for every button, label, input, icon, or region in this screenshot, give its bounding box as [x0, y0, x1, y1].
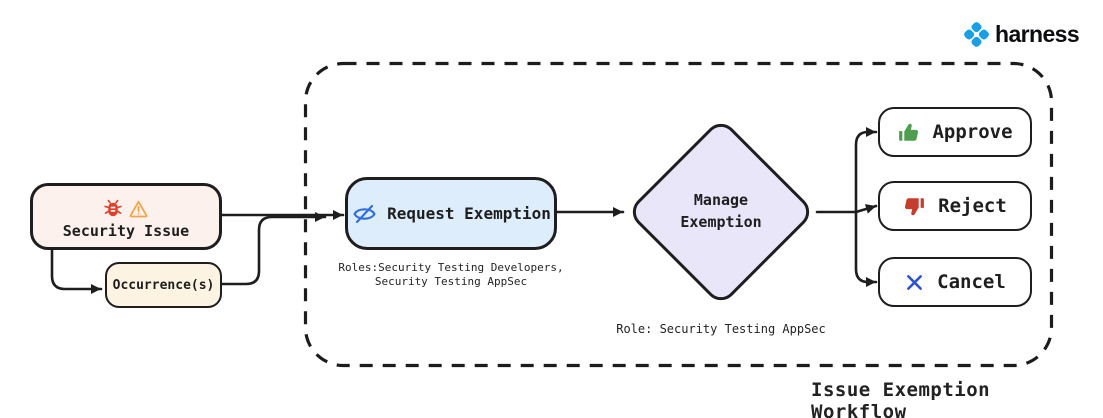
arrow-manage-to-reject [854, 204, 878, 214]
arrow-security-to-occurrence [50, 247, 103, 294]
occurrences-node: Occurrence(s) [105, 262, 222, 308]
harness-wordmark: harness [995, 21, 1080, 47]
cancel-label: Cancel [937, 271, 1006, 293]
security-issue-icons [103, 198, 149, 220]
bug-icon [104, 199, 122, 216]
harness-logo-icon [964, 22, 989, 47]
request-exemption-label: Request Exemption [387, 204, 551, 223]
cancel-node: Cancel [878, 257, 1032, 307]
arrow-occurrence-to-request [220, 212, 327, 286]
security-issue-label: Security Issue [62, 221, 190, 240]
approve-node: Approve [878, 107, 1032, 157]
x-icon [907, 274, 923, 290]
roles-note-line2: Security Testing AppSec [374, 275, 528, 288]
manage-label-line2: Exemption [680, 213, 762, 231]
workflow-container-border [303, 61, 1054, 368]
manage-exemption-label: Manage Exemption [646, 189, 796, 233]
arrow-manage-to-cancel [854, 210, 878, 287]
reject-node: Reject [878, 181, 1032, 231]
occurrences-label: Occurrence(s) [112, 277, 215, 293]
approve-label: Approve [932, 121, 1013, 143]
manage-label-line1: Manage [693, 191, 749, 209]
roles-note-line1: Roles:Security Testing Developers, [338, 261, 564, 274]
harness-logo: harness [961, 19, 1080, 50]
request-exemption-node: Request Exemption [345, 177, 557, 250]
eye-off-icon [353, 204, 376, 223]
thumbs-up-icon [899, 123, 919, 141]
warning-icon [129, 200, 148, 217]
security-issue-node: Security Issue [30, 183, 222, 250]
reject-label: Reject [938, 195, 1007, 217]
arrow-manage-to-approve [854, 127, 878, 214]
thumbs-down-icon [905, 197, 925, 215]
request-exemption-roles-note: Roles:Security Testing Developers, Secur… [331, 261, 571, 289]
workflow-caption: Issue Exemption Workflow [811, 379, 991, 418]
manage-exemption-role-note: Role: Security Testing AppSec [616, 322, 826, 336]
